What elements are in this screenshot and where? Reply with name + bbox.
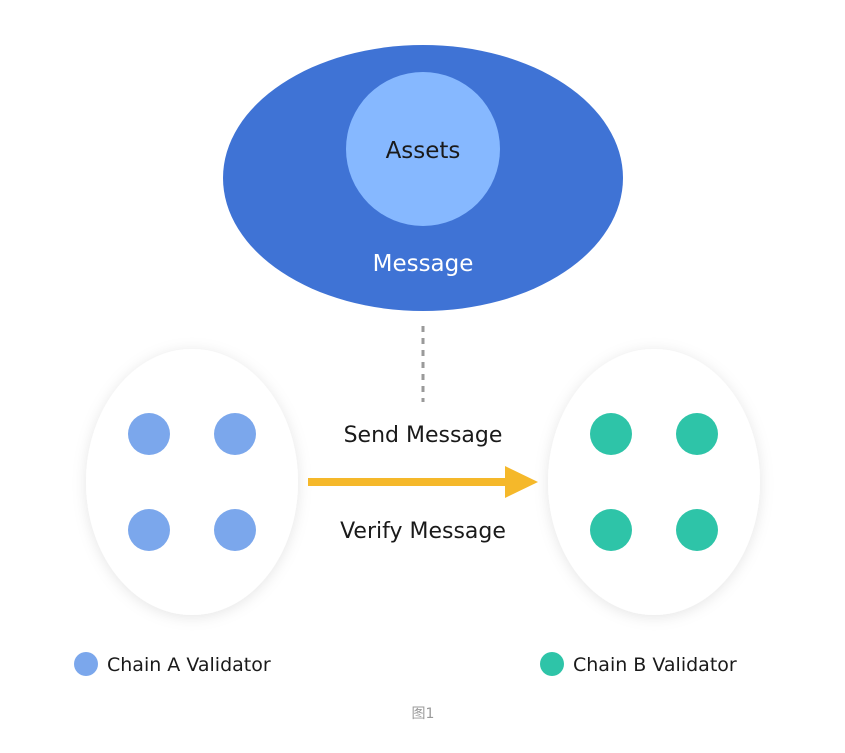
assets-circle [346,72,500,226]
chain-b-validators [590,413,718,551]
figure-caption: 图1 [412,706,435,722]
chain-a-validator-dot [128,413,170,455]
verify-message-label: Verify Message [340,519,506,544]
chain-b-validator-group [548,349,760,615]
chain-b-validator-dot [676,509,718,551]
chain-a-validator-dot [214,413,256,455]
chain-a-legend-dot [74,652,98,676]
chain-a-validators [128,413,256,551]
send-message-label: Send Message [344,423,503,448]
send-arrow-head [505,466,538,498]
chain-a-legend-label: Chain A Validator [107,654,271,676]
send-arrow-shaft [308,478,510,486]
send-arrow [308,466,538,498]
chain-b-legend-dot [540,652,564,676]
chain-a-validator-group [86,349,298,615]
chain-b-validator-dot [590,413,632,455]
chain-a-validator-dot [214,509,256,551]
chain-b-validator-dot [590,509,632,551]
assets-label: Assets [386,138,461,164]
chain-b-legend-label: Chain B Validator [573,654,737,676]
chain-a-validator-dot [128,509,170,551]
message-label: Message [373,251,474,277]
chain-b-validator-dot [676,413,718,455]
